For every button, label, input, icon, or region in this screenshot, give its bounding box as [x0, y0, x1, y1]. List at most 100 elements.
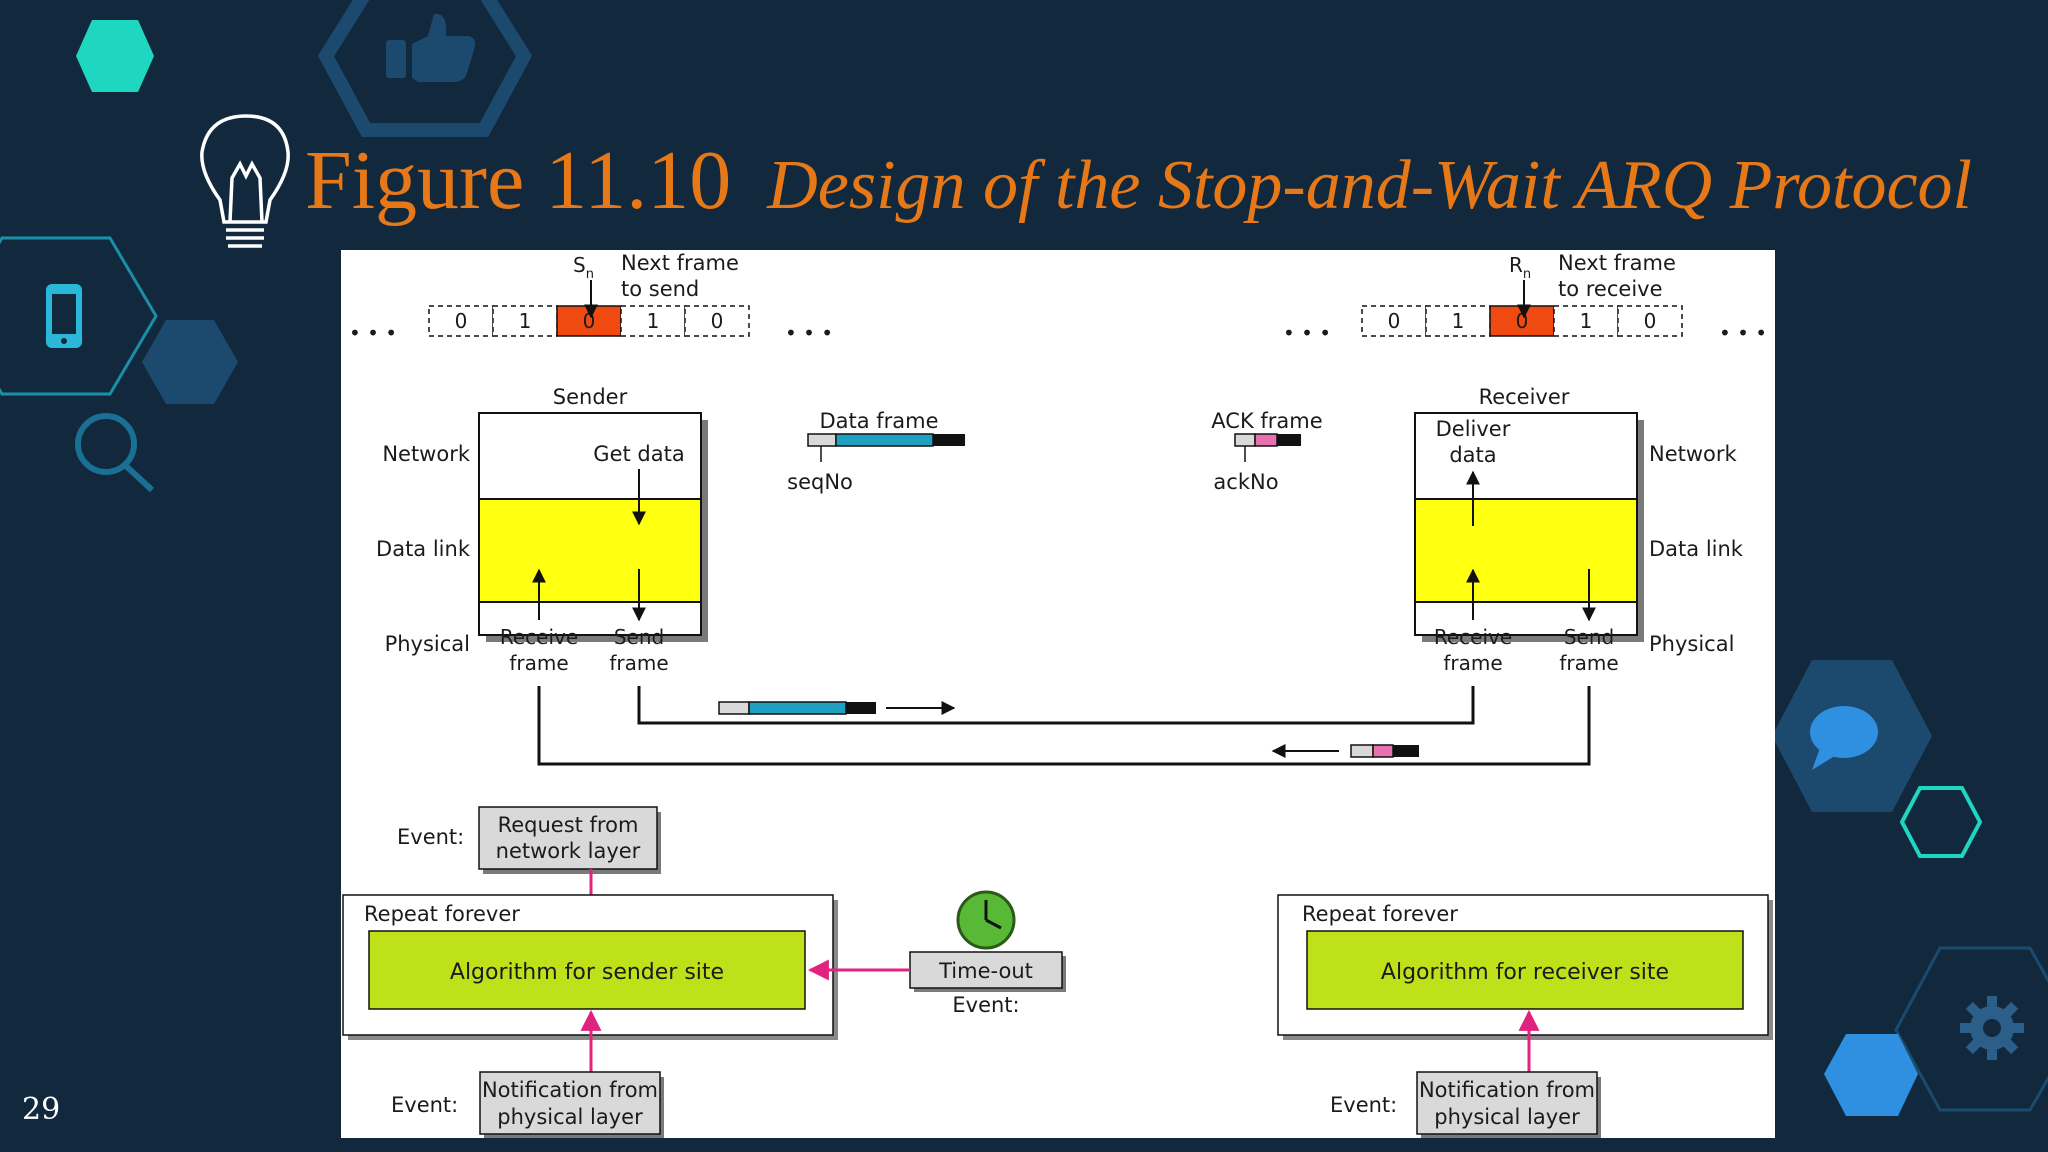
sender-notification-line1: Notification from: [482, 1078, 658, 1102]
slide-number: 29: [22, 1092, 61, 1127]
speech-bubble-icon: [1810, 706, 1878, 770]
hexagon-bright-bottom-right: [1824, 1034, 1918, 1116]
hexagon-outline-bottom-right: [1894, 946, 2048, 1112]
sender-title: Sender: [553, 385, 628, 409]
receiver-pointer-caption-1: Next frame: [1558, 251, 1676, 275]
receiver-notification-line2: physical layer: [1434, 1105, 1580, 1129]
receiver-notification-line1: Notification from: [1419, 1078, 1595, 1102]
request-from-line1: Request from: [498, 813, 639, 837]
hexagon-blue-left: [142, 320, 238, 404]
lightbulb-icon: [200, 114, 290, 248]
sender-layer-physical: Physical: [385, 632, 470, 656]
data-channel-line: [637, 686, 1475, 725]
receiver-algorithm-box: [1306, 930, 1744, 1010]
magnifier-icon: [75, 413, 155, 493]
receiver-window: • • • 0 1 0 1 0 • • • Rn Next frame to recei…: [1283, 251, 1767, 345]
sender-send-frame-1: Send: [614, 625, 664, 649]
sender-receive-frame-2: frame: [509, 651, 568, 675]
sender-request-event-label: Event:: [397, 825, 464, 849]
data-frame-seqno: seqNo: [787, 470, 853, 494]
hexagon-teal-outline-right: [1899, 786, 1983, 858]
receiver-deliver-data-2: data: [1449, 443, 1496, 467]
sender-stack: Sender Network Data link Physical Get da…: [376, 385, 708, 675]
ack-frame-legend: ACK frame ackNo: [1211, 409, 1322, 494]
receiver-frame-number: 1: [1580, 309, 1593, 333]
receiver-frame-cell: [1425, 305, 1491, 337]
data-frame-label: Data frame: [819, 409, 938, 433]
sender-notification-line2: physical layer: [497, 1105, 643, 1129]
figure-caption: Design of the Stop-and-Wait ARQ Protocol: [767, 147, 1973, 224]
receiver-title: Receiver: [1479, 385, 1570, 409]
receiver-frame-cell: [1361, 305, 1427, 337]
receiver-layer-physical: Physical: [1649, 632, 1734, 656]
receiver-send-frame-1: Send: [1564, 625, 1614, 649]
receiver-right-ellipsis: • • •: [1719, 321, 1767, 345]
sender-pointer-caption-2: to send: [621, 277, 699, 301]
sender-pointer-caption-1: Next frame: [621, 251, 739, 275]
request-from-line2: network layer: [496, 839, 641, 863]
receiver-notification-event-label: Event:: [1330, 1093, 1397, 1117]
sender-frame-cell: [428, 305, 494, 337]
receiver-notification-box: [1416, 1071, 1598, 1135]
sender-right-ellipsis: • • •: [785, 321, 833, 345]
sender-frame-cell: [620, 305, 686, 337]
receiver-receive-frame-2: frame: [1443, 651, 1502, 675]
ack-frame-label: ACK frame: [1211, 409, 1322, 433]
sender-frame-cell: [492, 305, 558, 337]
hexagon-teal-top: [76, 20, 154, 92]
receiver-frame-number: 1: [1452, 309, 1465, 333]
data-frame-in-transit: [718, 701, 956, 715]
receiver-frame-cell: [1553, 305, 1619, 337]
sender-frame-number: 0: [583, 309, 596, 333]
sender-layer-network: Network: [382, 442, 471, 466]
sender-pointer-label: Sn: [573, 253, 594, 282]
receiver-frame-cell: [1617, 305, 1683, 337]
receiver-pointer-label: Rn: [1509, 253, 1531, 282]
request-event-box: [478, 806, 658, 870]
receiver-frame-number: 0: [1644, 309, 1657, 333]
timeout-label: Time-out: [938, 959, 1033, 983]
receiver-pointer-caption-2: to receive: [1558, 277, 1663, 301]
receiver-frame-number: 0: [1516, 309, 1529, 333]
receiver-send-frame-2: frame: [1559, 651, 1618, 675]
receiver-layer-datalink: Data link: [1649, 537, 1744, 561]
receiver-stack: Receiver Deliver data Receive frame Send…: [1414, 385, 1744, 675]
ack-frame-in-transit: [1271, 744, 1419, 758]
sender-frame-number: 1: [647, 309, 660, 333]
receiver-datalink-band: [1416, 499, 1636, 602]
sender-frame-number: 1: [519, 309, 532, 333]
receiver-deliver-data-1: Deliver: [1436, 417, 1511, 441]
data-frame-legend: Data frame seqNo: [787, 409, 965, 494]
slide-title: Figure 11.10 Design of the Stop-and-Wait …: [305, 132, 1972, 229]
hexagon-outline-top: [317, 0, 533, 137]
smartphone-icon: [46, 284, 82, 348]
timeout-event: Time-out Event:: [807, 890, 1066, 1017]
clock-icon: [956, 890, 1016, 950]
sender-frame-number: 0: [711, 309, 724, 333]
sender-repeat-forever-label: Repeat forever: [364, 902, 520, 926]
sender-left-ellipsis: • • •: [349, 321, 397, 345]
sender-datalink-band: [480, 499, 700, 602]
receiver-left-ellipsis: • • •: [1283, 321, 1331, 345]
receiver-receive-frame-1: Receive: [1434, 625, 1512, 649]
sender-layer-datalink: Data link: [376, 537, 471, 561]
sender-send-frame-2: frame: [609, 651, 668, 675]
sender-site-events: Event: Request from network layer Repeat…: [342, 806, 838, 1138]
sender-notification-event-label: Event:: [391, 1093, 458, 1117]
gear-icon: [1960, 996, 2024, 1060]
sender-receive-frame-1: Receive: [500, 625, 578, 649]
receiver-site-events: Repeat forever Algorithm for receiver si…: [1277, 894, 1773, 1138]
receiver-layer-network: Network: [1649, 442, 1738, 466]
receiver-frame-number: 0: [1388, 309, 1401, 333]
receiver-repeat-forever-label: Repeat forever: [1302, 902, 1458, 926]
receiver-frame-row: 0 1 0 1 0: [1361, 305, 1683, 337]
figure-label: Figure 11.10: [305, 134, 732, 227]
ack-frame-ackno: ackNo: [1213, 470, 1278, 494]
channel-lines: [537, 686, 1591, 766]
receiver-algorithm-label: Algorithm for receiver site: [1381, 960, 1669, 985]
timeout-event-label: Event:: [952, 993, 1019, 1017]
sender-algorithm-label: Algorithm for sender site: [450, 960, 724, 985]
